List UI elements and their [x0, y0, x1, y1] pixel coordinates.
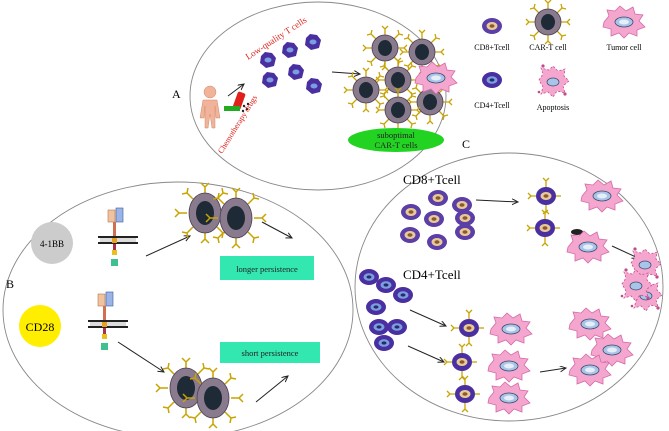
short-persistence-label: short persistence	[242, 348, 299, 358]
legend-cd8: CD8+Tcell	[474, 43, 510, 52]
longer-persistence-box	[220, 256, 314, 280]
cart-cells-short	[155, 357, 244, 429]
suboptimal-line1: suboptimal	[377, 130, 415, 140]
legend-cart: CAR-T cell	[529, 43, 567, 52]
cd8-heading: CD8+Tcell	[403, 172, 461, 187]
arrow-icon	[331, 72, 360, 74]
legend-cd4: CD4+Tcell	[474, 101, 510, 110]
cart-cells-long	[174, 182, 267, 249]
legend-apoptosis: Apoptosis	[537, 103, 569, 112]
arrow-icon	[145, 236, 190, 257]
cd8-killing	[526, 177, 624, 264]
car-receptor-icon	[87, 291, 129, 351]
legend: CD8+Tcell CAR-T cell Tumor cell CD4+Tcel…	[474, 0, 646, 112]
longer-persistence-label: longer persistence	[236, 264, 298, 274]
low-quality-label: Low-quality T cells	[244, 15, 309, 62]
arrow-icon	[539, 368, 566, 373]
arrow-icon	[227, 84, 244, 97]
car-receptor-icon	[97, 207, 139, 267]
costim-cd28-label: CD28	[26, 320, 55, 334]
cd4-heading: CD4+Tcell	[403, 267, 461, 282]
suboptimal-line2: CAR-T cells	[374, 140, 417, 150]
panel-a: A Chemotherapy drugs Low-quality T cells	[172, 1, 458, 191]
arrow-icon	[407, 345, 444, 362]
arrow-icon	[261, 221, 292, 238]
pill-icon	[224, 102, 250, 113]
cd4-car-cells	[443, 309, 533, 415]
panel-c-letter: C	[462, 137, 470, 151]
costim-4-1bb-circle	[31, 222, 73, 264]
human-body-icon	[199, 85, 221, 129]
arrow-icon	[475, 200, 518, 202]
syringe-icon	[232, 91, 246, 111]
arrow-icon	[409, 309, 446, 326]
panel-c-outline	[354, 152, 664, 422]
panel-c: C CD8+Tcell CD4+Tcell	[354, 137, 664, 422]
panel-a-letter: A	[172, 87, 181, 101]
panel-b: B 4-1BB CD28 longer persistence short pe…	[2, 181, 354, 431]
panel-a-outline	[189, 1, 447, 191]
cd8-cells	[400, 190, 475, 250]
arrow-icon	[611, 245, 638, 258]
panel-b-outline	[2, 181, 354, 431]
suboptimal-oval	[348, 128, 444, 152]
apoptotic-cells	[620, 246, 663, 312]
costim-cd28-circle	[19, 305, 61, 347]
arrow-icon	[255, 376, 288, 403]
suboptimal-cart-cells	[343, 25, 458, 133]
panel-b-letter: B	[6, 277, 14, 291]
tumor-proliferation	[568, 307, 634, 387]
costim-4-1bb-label: 4-1BB	[40, 239, 64, 249]
arrow-icon	[117, 341, 164, 372]
short-persistence-box	[220, 342, 320, 363]
legend-tumor: Tumor cell	[606, 43, 642, 52]
